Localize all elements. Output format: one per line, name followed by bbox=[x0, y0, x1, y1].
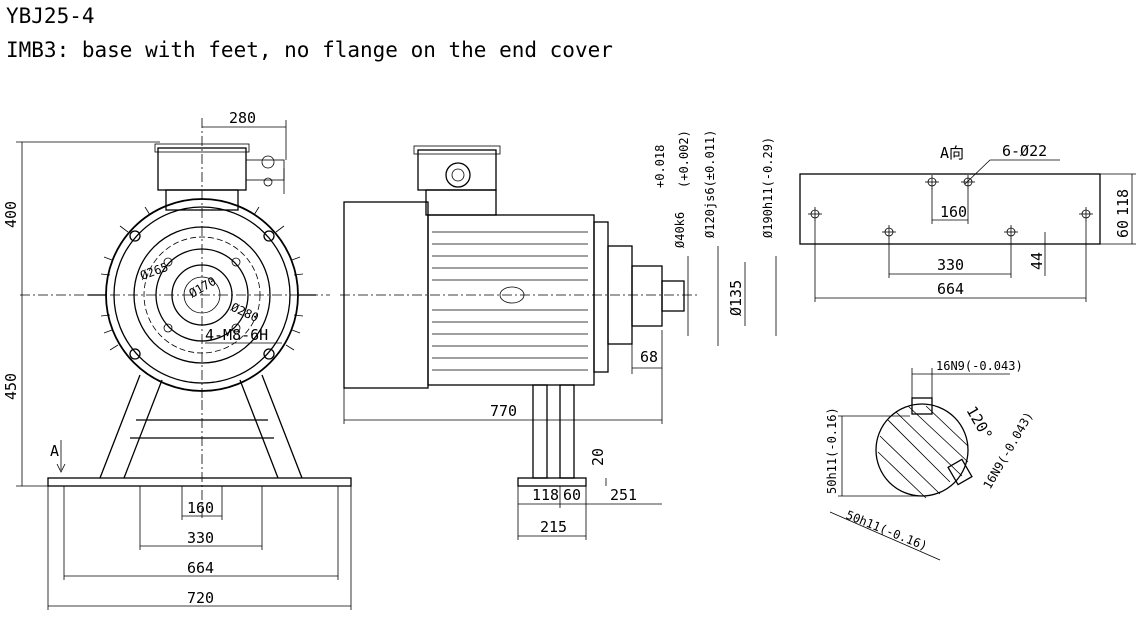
dim-flange: Ø190h11(-0.29) bbox=[761, 137, 775, 238]
front-dim-160: 160 bbox=[187, 499, 214, 517]
mounting-description: IMB3: base with feet, no flange on the e… bbox=[6, 38, 613, 62]
dim-d280: Ø280 bbox=[229, 300, 261, 325]
shaft-section-circle bbox=[875, 403, 969, 497]
dim-spigot: Ø120js6(±0.011) bbox=[703, 130, 717, 238]
base-dim-330: 330 bbox=[937, 256, 964, 274]
dim-215: 215 bbox=[540, 518, 567, 536]
front-base-plate bbox=[47, 477, 352, 487]
holes-note: 6-Ø22 bbox=[1002, 142, 1047, 160]
dim-118: 118 bbox=[532, 486, 559, 504]
shaft-end bbox=[661, 280, 685, 312]
angle-120: 120° bbox=[963, 403, 997, 443]
view-a-marker: A bbox=[50, 442, 59, 460]
front-dim-720: 720 bbox=[187, 589, 214, 607]
base-dim-60: 60 bbox=[1114, 220, 1132, 238]
motor-body-side bbox=[427, 214, 595, 386]
base-dim-160: 160 bbox=[940, 203, 967, 221]
dim-d170: Ø170 bbox=[187, 274, 219, 301]
front-dim-664: 664 bbox=[187, 559, 214, 577]
height-bottom-tol: 50h11(-0.16) bbox=[844, 508, 930, 553]
dim-400: 400 bbox=[2, 201, 20, 228]
side-foot bbox=[517, 477, 587, 487]
dim-68: 68 bbox=[640, 348, 658, 366]
dim-251: 251 bbox=[610, 486, 637, 504]
side-view: Ø40k6 +0.018 (+0.002) Ø120js6(±0.011) Ø1… bbox=[340, 130, 777, 540]
dim-shaft: Ø40k6 bbox=[673, 212, 687, 248]
dim-20: 20 bbox=[589, 448, 607, 466]
base-dim-664: 664 bbox=[937, 280, 964, 298]
dim-280: 280 bbox=[229, 109, 256, 127]
dim-shaft-tol-lo: (+0.002) bbox=[677, 130, 691, 188]
dim-d135: Ø135 bbox=[727, 280, 745, 316]
dim-bolts: 4-M8-6H bbox=[205, 326, 268, 344]
base-view-title: A向 bbox=[940, 144, 964, 162]
dim-pcd265: Ø265 bbox=[138, 260, 170, 283]
model-title: YBJ25-4 bbox=[6, 4, 95, 28]
front-dim-330: 330 bbox=[187, 529, 214, 547]
shaft-section: 16N9(-0.043) 120° 16N9(-0.043) 50h11(-0.… bbox=[825, 359, 1036, 561]
base-dim-44: 44 bbox=[1028, 252, 1046, 270]
dim-450: 450 bbox=[2, 373, 20, 400]
height-left-tol: 50h11(-0.16) bbox=[825, 407, 839, 494]
front-view: 280 400 450 A 160 330 664 720 Ø265 Ø170 … bbox=[2, 109, 352, 610]
base-plate-plan bbox=[799, 173, 1101, 245]
base-dim-118: 118 bbox=[1114, 189, 1132, 216]
dim-shaft-tol-hi: +0.018 bbox=[653, 145, 667, 188]
dim-770: 770 bbox=[490, 402, 517, 420]
dim-60: 60 bbox=[563, 486, 581, 504]
key-top-tol: 16N9(-0.043) bbox=[936, 359, 1023, 373]
base-view: A向 6-Ø22 160 330 664 118 60 44 bbox=[799, 142, 1136, 302]
